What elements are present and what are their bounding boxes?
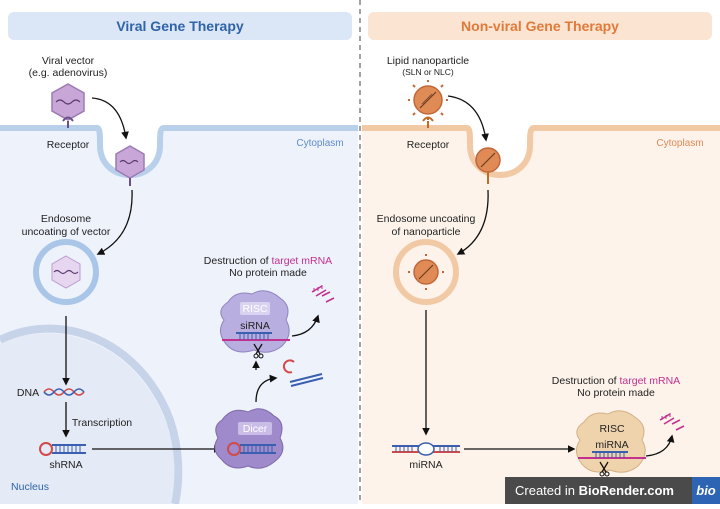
biorender-credit[interactable]: Created in BioRender.com bio	[505, 477, 720, 504]
endosome-label-right: Endosome uncoating	[377, 213, 476, 225]
cleaved-sirna-icon	[289, 373, 324, 387]
risc-label-right: RISC	[599, 423, 625, 435]
endosome-label-left: Endosome	[41, 213, 91, 225]
right-title: Non-viral Gene Therapy	[461, 18, 619, 34]
right-receptor-label: Receptor	[407, 139, 450, 151]
viral-vector-example: (e.g. adenovirus)	[29, 67, 108, 79]
left-receptor-label: Receptor	[47, 139, 90, 151]
endosome-sub-label-left: uncoating of vector	[22, 226, 111, 238]
endosome-sub-label-right: of nanoparticle	[392, 226, 461, 238]
arrow-enter-left	[91, 97, 129, 140]
credit-brand: BioRender.com	[578, 483, 674, 498]
destruction-prefix-right: Destruction of	[552, 375, 620, 387]
destruction-target-right: target mRNA	[620, 375, 681, 387]
scissors-icon-left	[253, 343, 264, 359]
arrow-to-fragments-left	[291, 314, 320, 337]
credit-prefix: Created in	[515, 483, 579, 498]
arrow-to-endosome-right	[456, 189, 489, 255]
arrow-to-fragments-right	[645, 434, 675, 457]
viral-vector-label: Viral vector	[42, 55, 95, 67]
viral-panel: Viral Gene Therapy Viral vector (e.g. ad…	[0, 12, 358, 505]
nucleus-envelope	[0, 324, 183, 505]
cleaved-loop-icon	[282, 359, 295, 374]
risc-label-left: RISC	[242, 303, 268, 315]
endocytosed-lnp-icon	[475, 147, 501, 184]
no-protein-label-right: No protein made	[577, 387, 655, 399]
mirna-label: miRNA	[409, 459, 442, 471]
dicer-label: Dicer	[243, 423, 268, 435]
shrna-label: shRNA	[49, 459, 82, 471]
dna-helix-icon	[43, 388, 85, 396]
mrna-fragments-icon-left	[311, 285, 335, 303]
scissors-icon-right	[599, 461, 610, 477]
destruction-prefix-left: Destruction of	[204, 255, 272, 267]
sirna-label: siRNA	[240, 320, 270, 332]
endosome-icon-left	[33, 239, 99, 305]
left-cytoplasm-label: Cytoplasm	[296, 138, 343, 149]
risc-complex-right	[576, 410, 646, 473]
left-header-box	[8, 12, 352, 40]
arrow-from-dicer	[255, 374, 278, 403]
arrow-enter-right	[447, 95, 489, 142]
right-header-box	[368, 12, 712, 40]
nucleus-label: Nucleus	[11, 481, 49, 493]
receptor-icon-right	[422, 116, 434, 128]
dicer-icon	[214, 408, 284, 469]
mrna-fragments-icon-right	[659, 413, 685, 431]
right-cytoplasm-label: Cytoplasm	[656, 138, 703, 149]
non-viral-panel: Non-viral Gene Therapy Lipid nanoparticl…	[362, 12, 720, 504]
credit-text: Created in BioRender.com	[505, 483, 692, 498]
lnp-label: Lipid nanoparticle	[387, 55, 469, 67]
mirna-icon	[392, 442, 460, 456]
no-protein-label-left: No protein made	[229, 267, 307, 279]
lnp-sub-label: (SLN or NLC)	[402, 67, 454, 77]
left-title: Viral Gene Therapy	[116, 18, 244, 34]
nucleus-region	[0, 333, 175, 504]
biorender-logo: bio	[692, 477, 720, 504]
adenovirus-icon	[51, 83, 85, 121]
endosome-icon-right	[393, 239, 459, 305]
destruction-label-left: Destruction of target mRNA	[204, 255, 332, 267]
risc-mirna-label: miRNA	[595, 439, 628, 451]
transcription-label: Transcription	[72, 417, 132, 429]
risc-complex-left	[220, 290, 290, 353]
destruction-target-left: target mRNA	[272, 255, 333, 267]
shrna-icon	[39, 442, 86, 456]
arrow-to-endosome-left	[96, 189, 133, 255]
lipid-nanoparticle-icon	[408, 80, 448, 120]
destruction-label-right: Destruction of target mRNA	[552, 375, 680, 387]
receptor-icon-left	[62, 116, 74, 128]
dna-label: DNA	[17, 387, 39, 399]
endocytosed-virus-icon	[115, 145, 145, 186]
right-cytoplasm	[362, 128, 720, 504]
right-cell-membrane	[362, 125, 720, 178]
